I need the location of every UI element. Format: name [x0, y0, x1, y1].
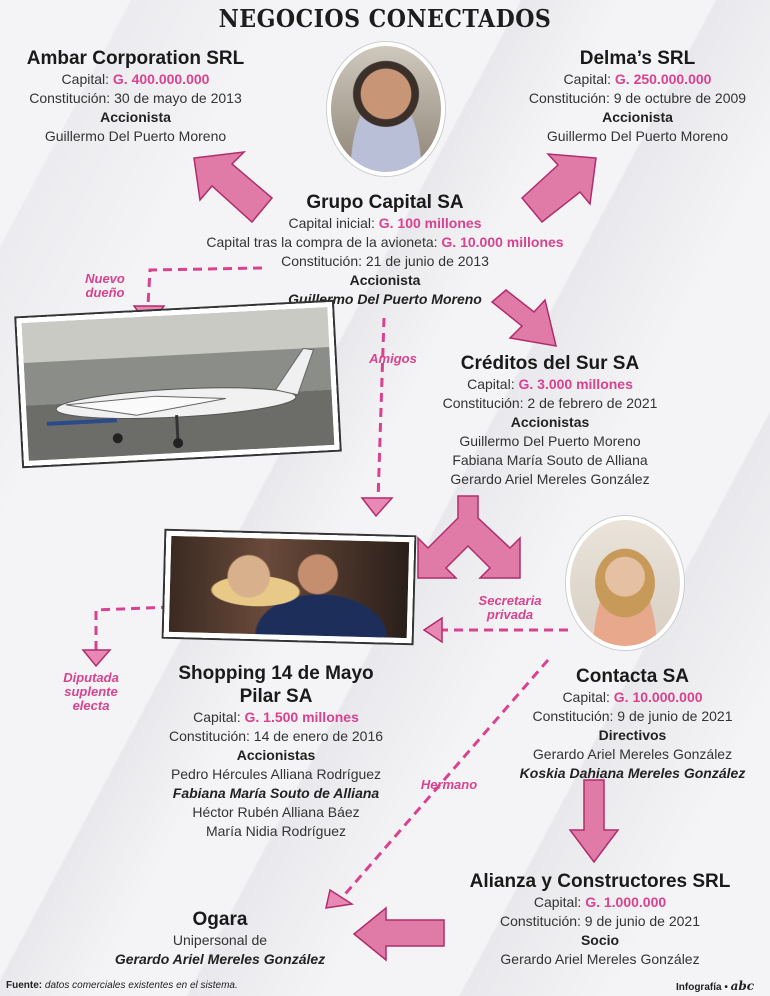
arrow-to-ambar: [193, 150, 274, 224]
shopping-block: Shopping 14 de Mayo Pilar SA Capital: G.…: [140, 662, 412, 841]
source-note: Fuente: datos comerciales existentes en …: [6, 980, 238, 991]
airplane-photo: [16, 301, 340, 467]
person-name: Fabiana María Souto de Alliana: [172, 785, 380, 801]
capital-line: Capital: G. 3.000 millones: [467, 376, 633, 392]
constitucion-line: Constitución: 21 de junio de 2013: [281, 253, 489, 269]
constitucion-line: Constitución: 2 de febrero de 2021: [442, 395, 658, 411]
person-name: Gerardo Ariel Mereles González: [532, 746, 733, 762]
person-name: Guillermo Del Puerto Moreno: [546, 128, 729, 144]
couple-photo: [163, 530, 415, 644]
role-label: Accionista: [349, 272, 421, 288]
page-title: NEGOCIOS CONECTADOS: [218, 4, 552, 33]
contacta-block: Contacta SA Capital: G. 10.000.000 Const…: [500, 665, 765, 783]
dash-diputada: [94, 605, 171, 655]
alianza-block: Alianza y Constructores SRL Capital: G. …: [450, 870, 750, 969]
arrowhead-amigos: [360, 497, 394, 518]
role-label: Socio: [580, 932, 620, 948]
constitucion-line: Constitución: 9 de octubre de 2009: [528, 90, 747, 106]
arrowhead-secretaria: [422, 616, 443, 644]
arrow-split: [417, 495, 521, 579]
person-name: Gerardo Ariel Mereles González: [114, 951, 326, 967]
credit-label: Infografía •: [676, 982, 728, 993]
person-name: Guillermo Del Puerto Moreno: [459, 433, 641, 449]
capital-line: Capital inicial: G. 100 millones: [288, 215, 482, 231]
capital-line: Capital: G. 10.000.000: [562, 689, 703, 705]
capital-line: Capital: G. 400.000.000: [61, 71, 210, 87]
company-name: Créditos del Sur SA: [460, 353, 640, 374]
source-label: Fuente:: [6, 980, 43, 991]
role-label: Accionista: [602, 109, 673, 125]
company-name-line2: Pilar SA: [239, 686, 313, 707]
person-name: Héctor Rubén Alliana Báez: [192, 804, 360, 820]
person-name: Guillermo Del Puerto Moreno: [44, 128, 227, 144]
ogara-block: Ogara Unipersonal de Gerardo Ariel Merel…: [100, 908, 340, 969]
arrowhead-diputada: [81, 649, 112, 668]
capital-line: Capital: G. 250.000.000: [563, 71, 712, 87]
arrow-to-alianza: [568, 779, 620, 864]
portrait-photo-woman: [566, 516, 684, 650]
company-name: Ambar Corporation SRL: [26, 48, 245, 69]
dash-hermano: [338, 659, 550, 901]
brand-logo: abc: [730, 979, 755, 993]
relation-nuevo-dueno: Nuevo dueño: [85, 271, 125, 300]
company-name: Alianza y Constructores SRL: [469, 871, 731, 892]
capital-line: Capital: G. 1.500 millones: [193, 709, 359, 725]
person-name: Koskia Dahiana Mereles González: [519, 765, 746, 781]
constitucion-line: Constitución: 9 de junio de 2021: [499, 913, 701, 929]
person-name: María Nidia Rodríguez: [205, 823, 347, 839]
person-name: Pedro Hércules Alliana Rodríguez: [170, 766, 382, 782]
credit-note: Infografía • abc: [676, 979, 754, 993]
role-label: Directivos: [598, 727, 667, 743]
portrait-photo-man: [327, 42, 445, 176]
role-label: Accionistas: [510, 414, 590, 430]
creditos-block: Créditos del Sur SA Capital: G. 3.000 mi…: [415, 352, 685, 489]
dash-nuevo-dueno: [146, 266, 263, 306]
role-label: Accionistas: [236, 747, 316, 763]
grupo-block: Grupo Capital SA Capital inicial: G. 100…: [160, 191, 610, 309]
source-text: datos comerciales existentes en el siste…: [44, 980, 238, 991]
arrow-to-ogara: [352, 906, 445, 962]
person-name: Gerardo Ariel Mereles González: [450, 471, 650, 487]
capital-line: Capital: G. 1.000.000: [533, 894, 667, 910]
arrowhead-hermano: [325, 888, 355, 909]
company-name: Grupo Capital SA: [306, 192, 464, 213]
person-name: Guillermo Del Puerto Moreno: [288, 291, 482, 307]
dash-amigos: [376, 317, 386, 501]
company-name: Contacta SA: [576, 666, 689, 687]
ambar-block: Ambar Corporation SRL Capital: G. 400.00…: [8, 47, 263, 146]
arrow-to-delmas: [520, 153, 597, 224]
arrow-to-creditos: [490, 289, 557, 347]
ogara-desc: Unipersonal de: [172, 932, 268, 948]
delmas-block: Delma’s SRL Capital: G. 250.000.000 Cons…: [510, 47, 765, 146]
relation-secretaria: Secretaria privada: [478, 593, 542, 622]
person-name: Fabiana María Souto de Alliana: [452, 452, 648, 468]
capital2-line: Capital tras la compra de la avioneta: G…: [206, 234, 564, 250]
company-name-line1: Shopping 14 de Mayo: [178, 663, 374, 684]
relation-hermano: Hermano: [420, 777, 478, 792]
role-label: Accionista: [100, 109, 171, 125]
relation-diputada: Diputada suplente electa: [63, 670, 119, 713]
constitucion-line: Constitución: 30 de mayo de 2013: [29, 90, 242, 106]
relation-amigos: Amigos: [369, 351, 417, 366]
company-name: Ogara: [192, 909, 248, 930]
airplane-graphic: [21, 306, 340, 449]
constitucion-line: Constitución: 9 de junio de 2021: [532, 708, 733, 724]
company-name: Delma’s SRL: [579, 48, 696, 69]
constitucion-line: Constitución: 14 de enero de 2016: [168, 728, 384, 744]
person-name: Gerardo Ariel Mereles González: [500, 951, 700, 967]
